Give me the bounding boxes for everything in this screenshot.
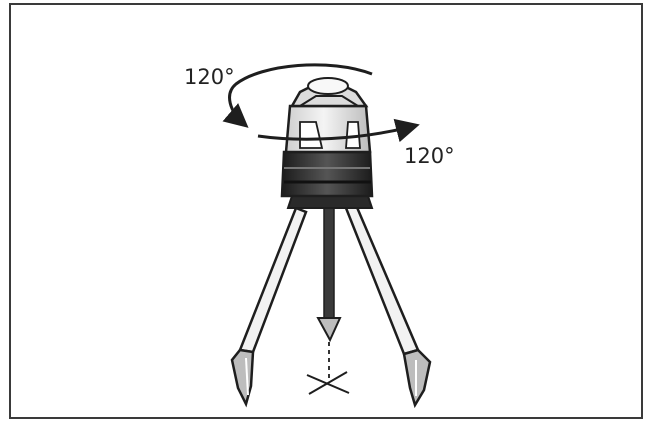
rotation-arrow-top xyxy=(222,63,373,128)
rotation-angle-label-top: 120° xyxy=(184,65,235,89)
rotation-arrow-right xyxy=(257,118,420,143)
rotation-angle-label-right: 120° xyxy=(404,144,455,168)
tripod-head-plate xyxy=(286,195,374,209)
tripod-legs xyxy=(230,203,432,409)
ground-point-mark xyxy=(306,371,350,395)
